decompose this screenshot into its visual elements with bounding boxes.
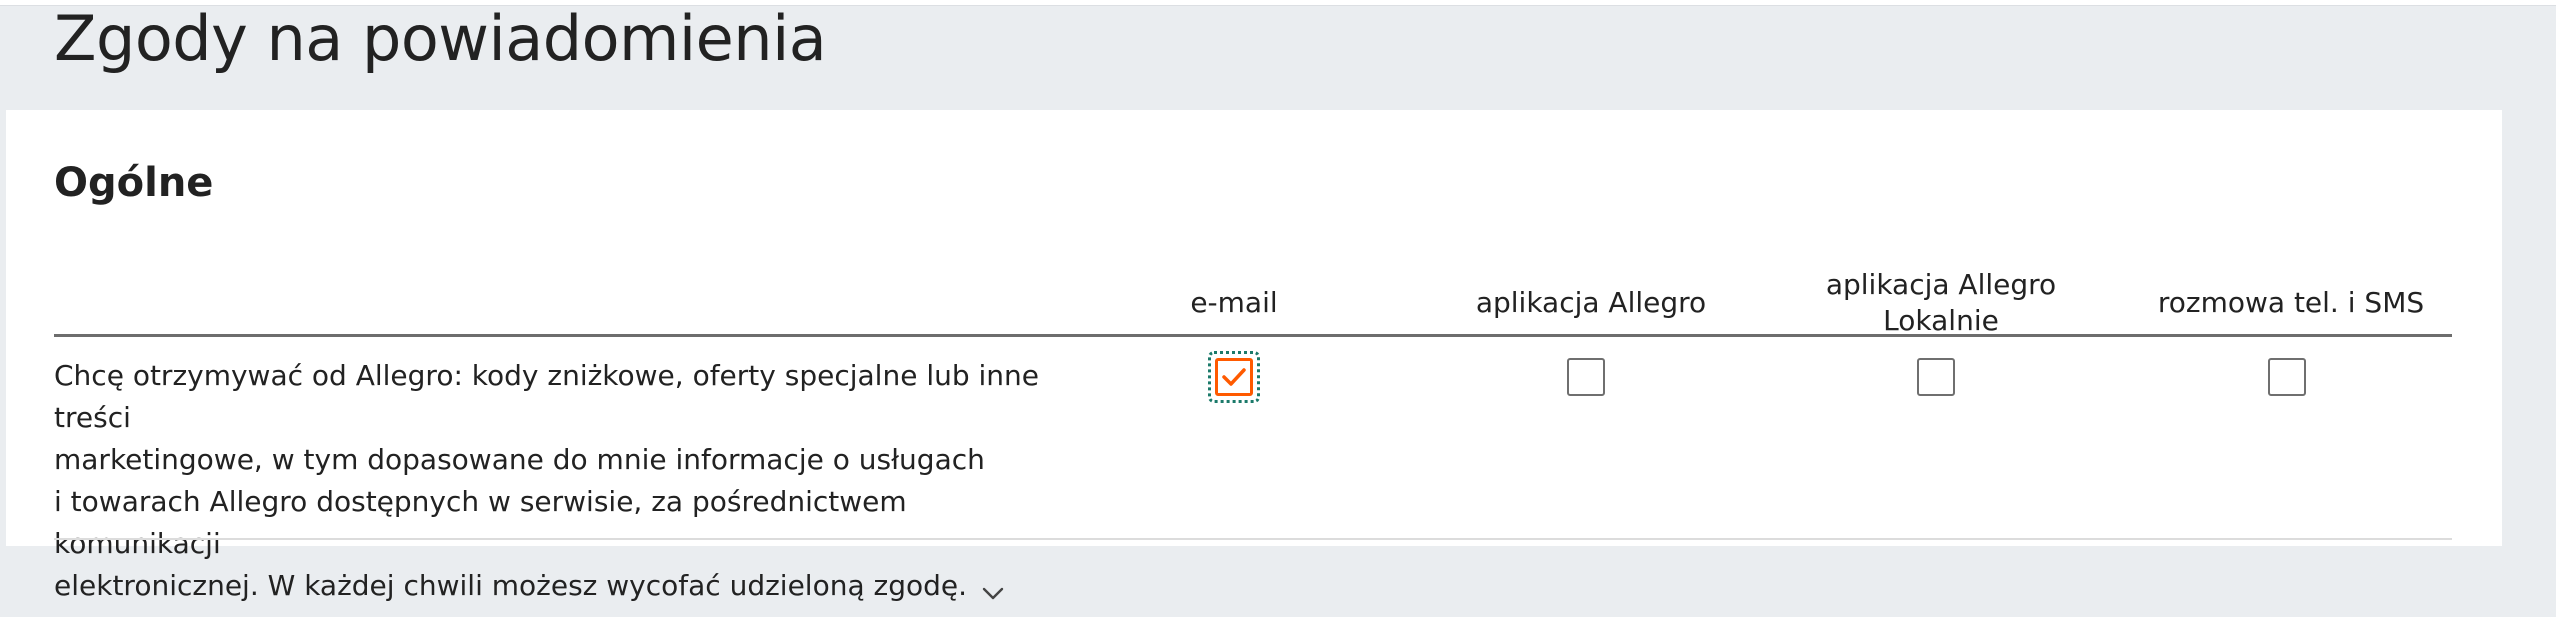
email-consent-checkbox[interactable]: [1215, 358, 1253, 396]
consent-line-4: elektronicznej. W każdej chwili możesz w…: [54, 569, 968, 602]
consent-line-3: i towarach Allegro dostępnych w serwisie…: [54, 485, 907, 560]
consent-line-2: marketingowe, w tym dopasowane do mnie i…: [54, 443, 985, 476]
lokalnie-consent-checkbox[interactable]: [1917, 358, 1955, 396]
column-header-email-label: e-mail: [1190, 286, 1278, 319]
chevron-down-icon[interactable]: [981, 575, 1005, 600]
page-title: Zgody na powiadomienia: [54, 2, 827, 75]
top-border: [0, 0, 2556, 6]
column-header-sms-label: rozmowa tel. i SMS: [2157, 286, 2425, 319]
consent-line-1: Chcę otrzymywać od Allegro: kody zniżkow…: [54, 359, 1040, 434]
email-consent-checkbox-wrapper: [1208, 351, 1260, 403]
column-header-app: aplikacja Allegro: [1416, 260, 1766, 346]
consents-card: Ogólne e-mail aplikacja Allegro aplikacj…: [6, 110, 2502, 602]
lokalnie-consent-checkbox-wrapper: [1911, 352, 1961, 402]
sms-consent-checkbox-wrapper: [2262, 352, 2312, 402]
app-consent-checkbox-wrapper: [1561, 352, 1611, 402]
column-header-lokalnie: aplikacja Allegro Lokalnie: [1766, 260, 2116, 346]
column-header-lokalnie-line1: aplikacja Allegro: [1825, 268, 2057, 301]
consent-description: Chcę otrzymywać od Allegro: kody zniżkow…: [54, 355, 1074, 607]
column-header-lokalnie-line2: Lokalnie: [1883, 304, 1999, 337]
section-title: Ogólne: [54, 160, 214, 206]
header-divider: [54, 334, 2452, 337]
checkmark-icon: [1222, 368, 1246, 386]
sms-consent-checkbox[interactable]: [2268, 358, 2306, 396]
app-consent-checkbox[interactable]: [1567, 358, 1605, 396]
column-header-app-label: aplikacja Allegro: [1475, 286, 1707, 319]
column-header-lokalnie-label: aplikacja Allegro Lokalnie: [1826, 267, 2056, 339]
column-header-email: e-mail: [1124, 260, 1344, 346]
row-divider: [54, 538, 2452, 540]
column-header-sms: rozmowa tel. i SMS: [2116, 260, 2466, 346]
